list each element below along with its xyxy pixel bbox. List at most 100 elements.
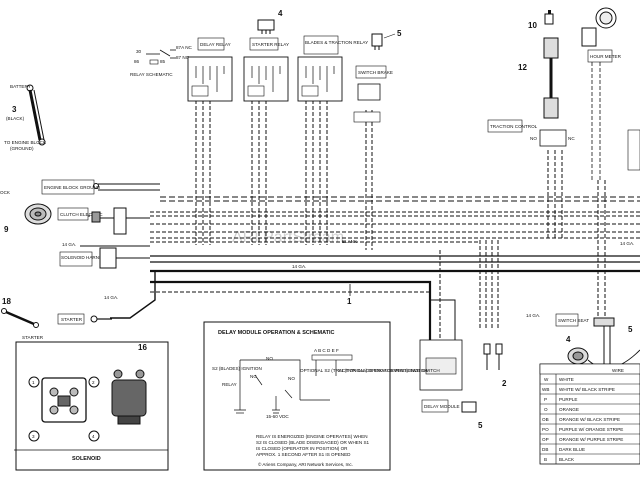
connector-15 (371, 33, 383, 50)
delay-relay-title: DELAY RELAY (200, 42, 231, 47)
callout-4: 4 (566, 335, 571, 344)
starter-label: STARTER (61, 317, 83, 322)
connector-10 (461, 401, 477, 413)
battery (26, 84, 46, 146)
callout-10: 5 (478, 421, 483, 430)
wire-color-6: ORANGE W/ PURPLE STRIPE (559, 437, 623, 442)
wire-code-1: WB (542, 387, 549, 392)
solenoid-terminal-2: 2 (92, 380, 95, 385)
relay-schematic (146, 49, 176, 65)
delay-label-no-a: NO (266, 356, 273, 361)
wire-rows (540, 383, 640, 455)
switch-seat-connector (593, 317, 615, 327)
traction-control-connector (539, 129, 567, 147)
callout-16: 16 (138, 343, 147, 352)
solenoid-terminal-3: 3 (32, 434, 35, 439)
ring-terminal (93, 183, 99, 189)
delay-pins: A B C D E F (314, 348, 339, 353)
delay-schematic (234, 359, 337, 414)
relay-pin-86: 86 (134, 59, 140, 64)
wire-code-7: DB (542, 447, 548, 452)
callout-12: 9 (4, 225, 9, 234)
clutch-plug (113, 207, 127, 235)
battery-black-label: (BLACK) (6, 116, 25, 121)
wire-table-header: WIRE (612, 368, 624, 373)
traction-control-label: TRACTION CONTROL (490, 124, 538, 129)
harness-ga-label-main: 14 GA. (292, 264, 306, 269)
starter-ring-terminal (90, 315, 98, 323)
wire-code-4: OB (542, 417, 549, 422)
solenoid-diagram (41, 377, 87, 423)
ground-label: (GROUND) (10, 146, 34, 151)
delay-label-no-b: NO (288, 376, 295, 381)
wire-code-8: B (544, 457, 547, 462)
delay-module-box (421, 399, 449, 413)
ock-label: OCK (0, 190, 11, 195)
wire-color-1: WHITE W/ BLACK STRIPE (559, 387, 615, 392)
switch-seat-box (555, 313, 579, 327)
blades-relay-title-box (303, 35, 339, 55)
traction-no-label: NO (530, 136, 537, 141)
connector-14 (544, 10, 554, 25)
starter-relay-title: STARTER RELAY (252, 42, 289, 47)
delay-module-label: DELAY MODULE (424, 404, 460, 409)
delay-text-line-1: RELAY IS ENERGIZED (ENGINE OPERATES) WHE… (256, 434, 368, 439)
wire-color-3: ORANGE (559, 407, 579, 412)
solenoid-harness-box (59, 251, 93, 267)
wire-color-8: BLACK (559, 457, 575, 462)
right-edge-connector (627, 129, 640, 171)
harness-ga-label-mid: 14 GA. (526, 313, 540, 318)
callout-18: 18 (2, 297, 11, 306)
wire-color-5: PURPLE W/ ORANGE STRIPE (559, 427, 623, 432)
blank-label: BLANK (342, 239, 358, 244)
relay-pin-30: 30 (136, 49, 142, 54)
blades-relay-title: BLADES & TRACTION RELAY (305, 40, 368, 45)
clutch-label: CLUTCH ELECTRIC (60, 212, 103, 217)
ga14-label-a: 14 GA. (62, 242, 76, 247)
hour-meter-label: HOUR METER (590, 54, 622, 59)
delay-text-line-3: IS CLOSED (OPERATOR IN POSITION) OR (256, 446, 348, 451)
wire-code-5: PO (542, 427, 549, 432)
traction-control-box (487, 119, 523, 133)
delay-label-nc: NC (250, 374, 257, 379)
relay-pin-87a: 87A NC (176, 45, 193, 50)
main-harness (62, 100, 640, 350)
solenoid-terminal-1: 1 (32, 380, 35, 385)
switch-assembly-13 (543, 37, 559, 119)
delay-text-line-2: S2 IS CLOSED (BLADE DISENGAGED) OR WHEN … (256, 440, 370, 445)
hour-meter (581, 7, 617, 47)
wire-code-3: O (544, 407, 548, 412)
wire-code-0: W (544, 377, 549, 382)
wire-code-2: P (544, 397, 547, 402)
delay-text-line-4: APPROX. 1 SECOND AFTER S1 IS OPENED (256, 452, 351, 457)
clutch-connector (91, 211, 101, 223)
switch-brake-plug (353, 111, 381, 123)
engine-block-ground-label: ENGINE BLOCK GROUND (44, 185, 101, 190)
wire-color-4: ORANGE W/ BLACK STRIPE (559, 417, 620, 422)
delay-label-optional: OPTIONAL S2 (TRACTION BLADE ENGAGEMENT) … (300, 368, 427, 373)
callout-14: 10 (528, 21, 537, 30)
relay-pin-87: 87 NO (176, 55, 190, 60)
wire-color-0: WHITE (559, 377, 574, 382)
solenoid-caption: SOLENOID (72, 456, 101, 462)
harness-ga-label-right: 14 GA. (620, 241, 634, 246)
callout-13: 12 (518, 63, 527, 72)
delay-operation-title: DELAY MODULE OPERATION & SCHEMATIC (218, 330, 335, 336)
battery-label: BATTERY (10, 84, 31, 89)
delay-label-s2: S2 (BLADES) IGNITION (212, 366, 262, 371)
callout-1: 1 (347, 297, 352, 306)
switch-brake-connector (357, 83, 381, 101)
wire-color-7: DARK BLUE (559, 447, 585, 452)
switch-brake-box (355, 65, 387, 79)
delay-operation-panel (203, 321, 391, 471)
engine-block-label: TO ENGINE BLOCK (4, 140, 47, 145)
wire-code-6: OP (542, 437, 549, 442)
wire-color-2: PURPLE (559, 397, 577, 402)
callout-15: 5 (397, 29, 402, 38)
solenoid-terminal-4: 4 (92, 434, 95, 439)
solenoid-harness-connector (99, 247, 117, 269)
connectors-2 (483, 343, 503, 370)
delay-label-s1: S1 (TYPICAL) OPERATOR PRESENCE SWITCH (338, 368, 440, 373)
clutch-label-box (57, 207, 89, 221)
